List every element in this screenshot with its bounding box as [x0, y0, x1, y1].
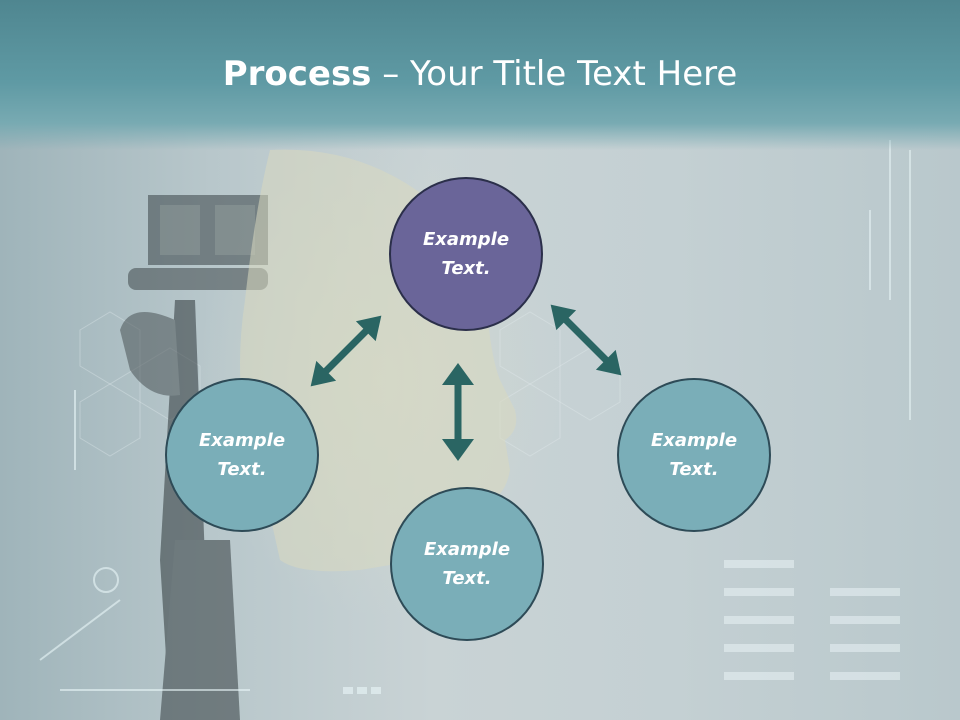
arrow-vertical: [442, 363, 474, 461]
node-bottom-text: Example Text.: [423, 539, 511, 589]
node-top[interactable]: Example Text.: [389, 177, 543, 331]
node-top-text: Example Text.: [422, 229, 510, 279]
node-right-text: Example Text.: [650, 430, 738, 480]
robot-frame-shape: [120, 195, 268, 720]
node-left[interactable]: Example Text.: [165, 378, 319, 532]
title-rest: – Your Title Text Here: [371, 54, 738, 94]
title-bar: [0, 0, 960, 150]
node-right[interactable]: Example Text.: [617, 378, 771, 532]
slide-title[interactable]: Process – Your Title Text Here: [0, 52, 960, 96]
title-bold: Process: [222, 54, 372, 94]
node-left-text: Example Text.: [198, 430, 286, 480]
arrow-top-right: [550, 304, 622, 376]
node-bottom[interactable]: Example Text.: [390, 487, 544, 641]
arrow-top-left: [310, 315, 382, 387]
